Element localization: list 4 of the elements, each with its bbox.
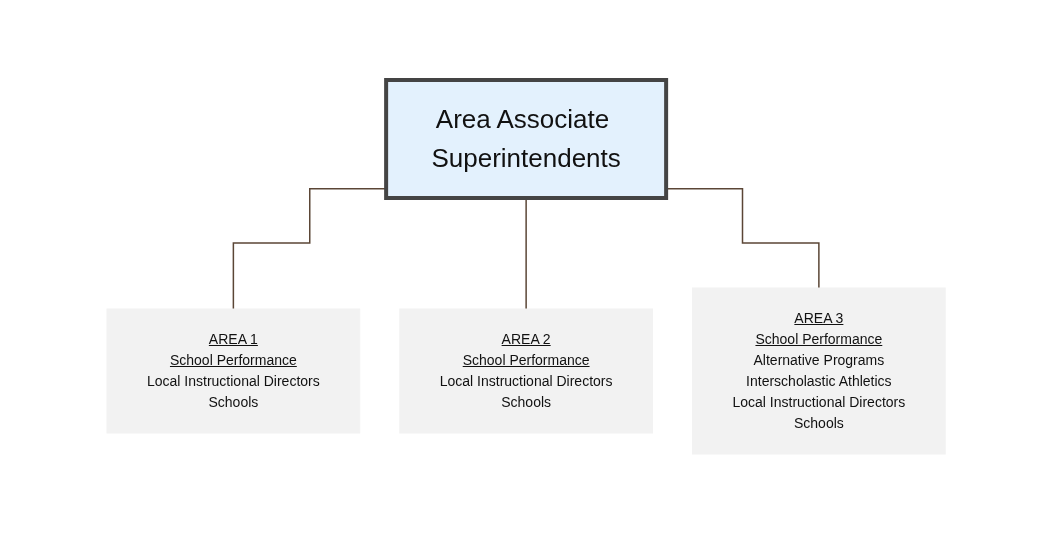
node-box: Area Associate Superintendents — [384, 77, 668, 200]
node-box: AREA 1 School Performance Local Instructional Directors Schools — [106, 308, 361, 433]
node-box: AREA 2 School Performance Local Instructional Directors Schools — [399, 308, 653, 433]
node-box: AREA 3 School Performance Alternative Programs Interscholastic Athletics Local Instructional Directors Schools — [691, 287, 946, 454]
